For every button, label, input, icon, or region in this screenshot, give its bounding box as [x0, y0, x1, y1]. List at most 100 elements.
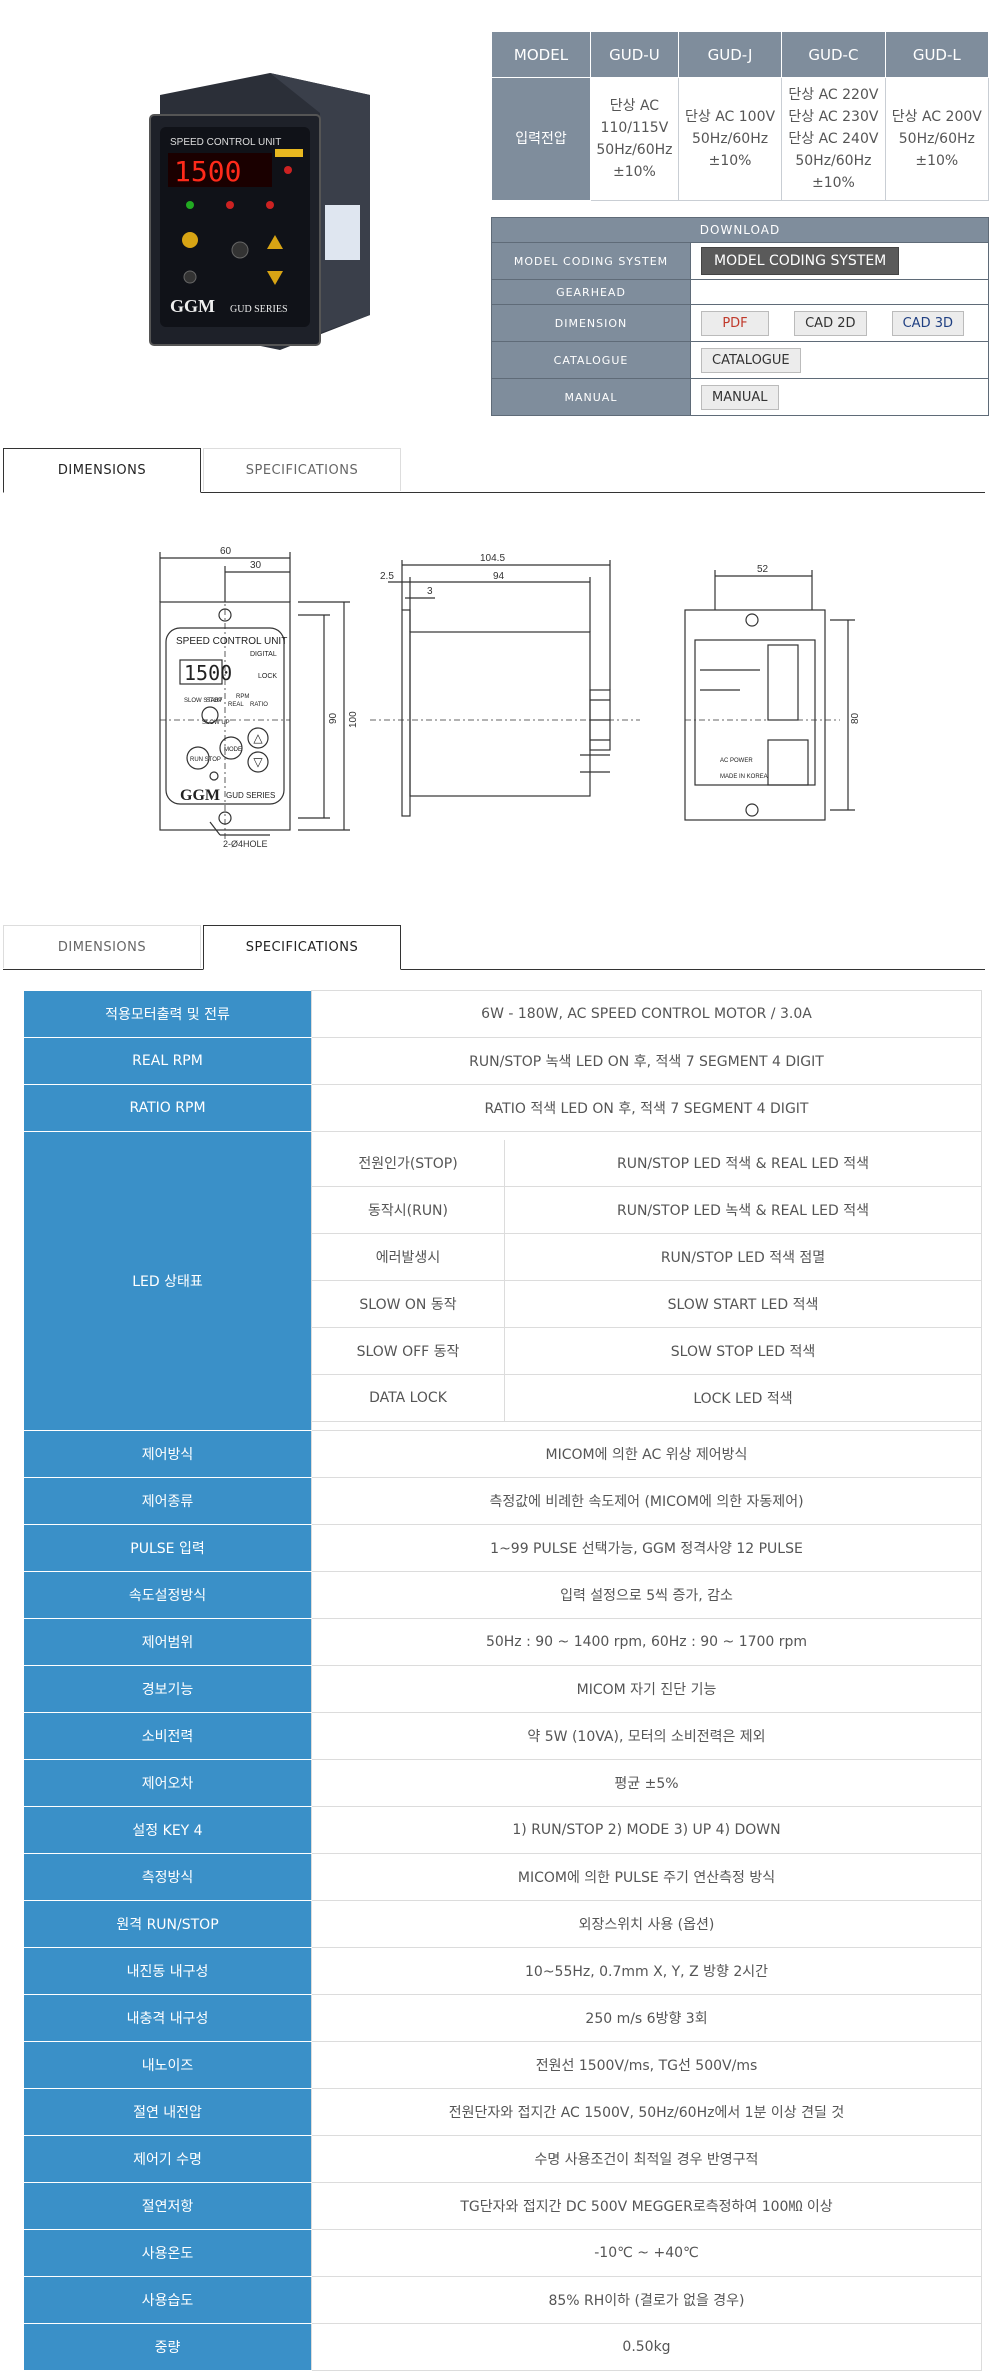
dim-100: 100 — [348, 711, 359, 728]
spec-value: 50Hz : 90 ~ 1400 rpm, 60Hz : 90 ~ 1700 r… — [311, 1618, 982, 1666]
up-arrow-icon: △ — [253, 731, 263, 745]
dim-2-5: 2.5 — [380, 571, 394, 582]
drawing-digital: DIGITAL — [250, 651, 277, 658]
dim-104-5: 104.5 — [480, 553, 505, 564]
spec-key: PULSE 입력 — [24, 1524, 312, 1572]
spec-value: 전원단자와 접지간 AC 1500V, 50Hz/60Hz에서 1분 이상 견딜… — [311, 2088, 982, 2136]
tab-specifications[interactable]: SPECIFICATIONS — [203, 448, 401, 491]
cad-2d-button[interactable]: CAD 2D — [794, 310, 867, 336]
model-coding-system-button[interactable]: MODEL CODING SYSTEM — [701, 247, 900, 275]
led-state: 전원인가(STOP) — [312, 1140, 505, 1187]
drawing-run-stop: RUN STOP — [190, 757, 221, 763]
drawing-display: 1500 — [184, 661, 232, 685]
spec-value: 외장스위치 사용 (옵션) — [311, 1900, 982, 1948]
download-row-gearhead: GEARHEAD — [491, 279, 989, 305]
dim-30: 30 — [250, 560, 262, 571]
dim-hole: 2-Ø4HOLE — [223, 839, 268, 849]
led-indication: LOCK LED 적색 — [504, 1374, 981, 1422]
dimension-drawing: SPEED CONTROL UNIT DIGITAL 1500 LOCK SLO… — [159, 546, 860, 849]
tab-specifications[interactable]: SPECIFICATIONS — [203, 925, 401, 970]
drawing-made-in: MADE IN KOREA — [720, 774, 768, 780]
drawing-real: REAL — [228, 702, 244, 708]
spec-value: 전원선 1500V/ms, TG선 500V/ms — [311, 2041, 982, 2089]
model-header-row: MODEL GUD-U GUD-J GUD-C GUD-L — [491, 31, 990, 78]
spec-value: MICOM 자기 진단 기능 — [311, 1665, 982, 1713]
voltage-line: 단상 AC — [609, 98, 660, 114]
drawing-lock: LOCK — [258, 673, 277, 680]
voltage-line: 50Hz/60Hz — [691, 131, 769, 147]
voltage-line: ±10% — [915, 153, 959, 169]
spec-key: LED 상태표 — [24, 1131, 312, 1431]
spec-key: 제어오차 — [24, 1759, 312, 1807]
spec-key: 설정 KEY 4 — [24, 1806, 312, 1854]
model-header-cell: GUD-U — [590, 31, 679, 78]
spec-key: 사용온도 — [24, 2229, 312, 2277]
spec-value: 10~55Hz, 0.7mm X, Y, Z 방향 2시간 — [311, 1947, 982, 1995]
download-label: MODEL CODING SYSTEM — [491, 242, 691, 280]
spec-row: 사용온도-10℃ ~ +40℃ — [24, 2229, 982, 2277]
led-indication: RUN/STOP LED 적색 점멸 — [504, 1233, 981, 1281]
voltage-line: 단상 AC 220V — [788, 87, 879, 103]
model-header-cell: GUD-C — [781, 31, 886, 78]
download-label: MANUAL — [491, 378, 691, 416]
dim-52: 52 — [757, 564, 769, 575]
download-title: DOWNLOAD — [491, 217, 989, 243]
voltage-line: 단상 AC 240V — [788, 131, 879, 147]
download-row-coding: MODEL CODING SYSTEM MODEL CODING SYSTEM — [491, 242, 989, 280]
catalogue-button[interactable]: CATALOGUE — [701, 347, 801, 373]
product-unit-title: SPEED CONTROL UNIT — [170, 137, 281, 148]
drawing-unit-title: SPEED CONTROL UNIT — [176, 636, 287, 647]
drawing-ratio: RATIO — [250, 702, 268, 708]
led-indication: RUN/STOP LED 녹색 & REAL LED 적색 — [504, 1186, 981, 1234]
model-header-cell: MODEL — [491, 31, 591, 78]
drawing-ac-power: AC POWER — [720, 758, 753, 764]
spec-value: 입력 설정으로 5씩 증가, 감소 — [311, 1571, 982, 1619]
voltage-cell: 단상 AC 200V 50Hz/60Hz ±10% — [884, 77, 990, 201]
tab-dimensions[interactable]: DIMENSIONS — [3, 925, 201, 968]
spec-key: 내노이즈 — [24, 2041, 312, 2089]
spec-value: 0.50kg — [311, 2323, 982, 2371]
spec-key: 중량 — [24, 2323, 312, 2371]
tab-dimensions[interactable]: DIMENSIONS — [3, 448, 201, 493]
pdf-button[interactable]: PDF — [701, 310, 769, 336]
voltage-line: 110/115V — [600, 120, 669, 136]
spec-key: REAL RPM — [24, 1037, 312, 1085]
voltage-line: ±10% — [811, 175, 855, 191]
led-indication: RUN/STOP LED 적색 & REAL LED 적색 — [504, 1140, 981, 1187]
manual-button[interactable]: MANUAL — [701, 384, 779, 410]
voltage-line: ±10% — [708, 153, 752, 169]
led-state: 에러발생시 — [312, 1233, 505, 1281]
product-photo: SPEED CONTROL UNIT 1500 GGM GUD SERIES — [149, 73, 370, 350]
led-row: 전원인가(STOP)RUN/STOP LED 적색 & REAL LED 적색 — [312, 1140, 981, 1187]
product-series: GUD SERIES — [230, 304, 288, 315]
led-state: SLOW OFF 동작 — [312, 1327, 505, 1375]
product-brand: GGM — [170, 296, 215, 316]
tab-bar-specifications-section: DIMENSIONS SPECIFICATIONS — [3, 925, 985, 970]
drawing-slow-up: SLOW UP — [202, 720, 230, 726]
voltage-line: 50Hz/60Hz — [898, 131, 975, 147]
spec-value: 250 m/s 6방향 3회 — [311, 1994, 982, 2042]
spec-key: 소비전력 — [24, 1712, 312, 1760]
download-label: GEARHEAD — [491, 279, 691, 305]
voltage-cell: 단상 AC 220V 단상 AC 230V 단상 AC 240V 50Hz/60… — [781, 77, 886, 201]
spec-key: 내진동 내구성 — [24, 1947, 312, 1995]
download-label: DIMENSION — [491, 304, 691, 342]
spec-key: 경보기능 — [24, 1665, 312, 1713]
product-display: 1500 — [174, 155, 241, 188]
spec-key: 제어종류 — [24, 1477, 312, 1525]
cad-3d-button[interactable]: CAD 3D — [891, 310, 964, 336]
